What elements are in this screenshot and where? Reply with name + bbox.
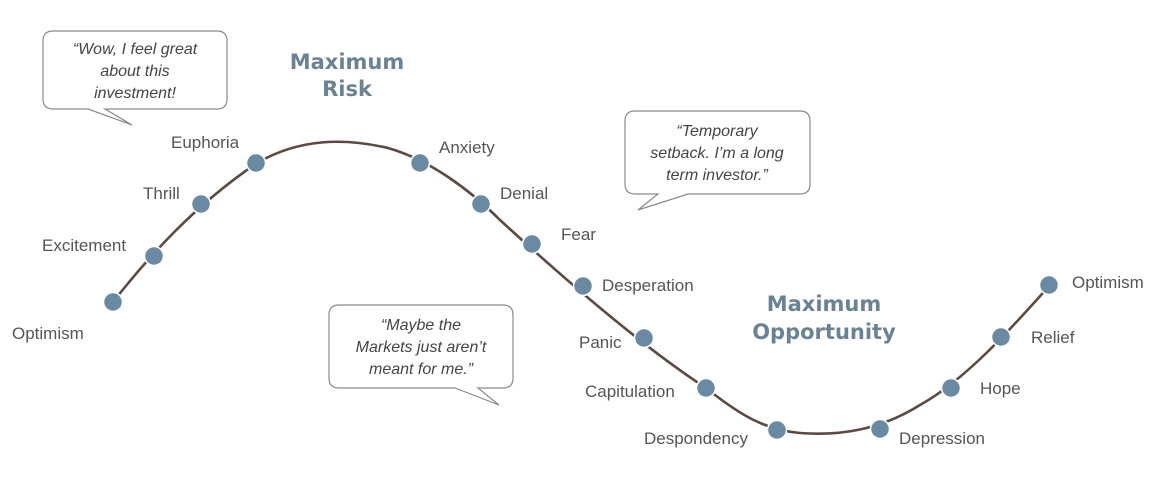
stage-marker bbox=[245, 152, 267, 174]
stage-label: Optimism bbox=[12, 324, 84, 343]
stage-marker bbox=[695, 377, 717, 399]
stage-marker bbox=[409, 152, 431, 174]
maximum-risk-line-1: Maximum bbox=[290, 50, 405, 74]
stage-marker bbox=[633, 327, 655, 349]
speech-bubble-panic: “Maybe the Markets just aren’t meant for… bbox=[328, 304, 514, 406]
stage-marker bbox=[766, 419, 788, 441]
speech-bubble-shape bbox=[42, 30, 228, 126]
stage-label: Euphoria bbox=[171, 133, 240, 152]
speech-bubble-line: “Wow, I feel great bbox=[73, 41, 198, 58]
speech-bubble-line: setback. I’m a long bbox=[650, 145, 784, 162]
stage-label: Thrill bbox=[143, 184, 180, 203]
stage-marker bbox=[102, 291, 124, 313]
stage-marker bbox=[1038, 274, 1060, 296]
stage-label: Depression bbox=[899, 429, 985, 448]
speech-bubble-anxiety: “Temporary setback. I’m a long term inve… bbox=[624, 110, 811, 211]
stage-label: Denial bbox=[500, 184, 548, 203]
stage-label: Relief bbox=[1031, 328, 1075, 347]
speech-bubble-shape bbox=[624, 110, 811, 211]
maximum-opportunity-heading: Maximum Opportunity bbox=[752, 292, 896, 344]
stage-label: Panic bbox=[579, 333, 622, 352]
stage-marker bbox=[521, 233, 543, 255]
stage-marker bbox=[990, 326, 1012, 348]
speech-bubble-line: investment! bbox=[94, 85, 176, 102]
stage-labels: Optimism Excitement Thrill Euphoria AnxietyD… bbox=[12, 133, 1144, 448]
stage-label: Hope bbox=[980, 379, 1021, 398]
speech-bubble-line: “Temporary bbox=[676, 123, 758, 140]
speech-bubble-line: Markets just aren’t bbox=[356, 339, 487, 356]
stage-label: Anxiety bbox=[439, 138, 495, 157]
speech-bubble-euphoria: “Wow, I feel great about this investment… bbox=[42, 30, 228, 126]
stage-label: Desperation bbox=[602, 276, 694, 295]
speech-bubble-line: meant for me.” bbox=[369, 361, 474, 378]
speech-bubble-line: about this bbox=[100, 63, 169, 80]
stage-label: Capitulation bbox=[585, 382, 675, 401]
speech-bubble-line: “Maybe the bbox=[381, 317, 461, 334]
stage-marker bbox=[869, 418, 891, 440]
stage-label: Optimism bbox=[1072, 273, 1144, 292]
stage-marker bbox=[940, 377, 962, 399]
stage-label: Fear bbox=[561, 225, 596, 244]
stage-markers bbox=[102, 152, 1060, 441]
maximum-risk-line-2: Risk bbox=[322, 77, 373, 101]
speech-bubble-shape bbox=[328, 304, 514, 406]
maximum-risk-heading: Maximum Risk bbox=[290, 50, 405, 101]
stage-marker bbox=[143, 245, 165, 267]
stage-marker bbox=[190, 193, 212, 215]
stage-marker bbox=[572, 275, 594, 297]
maximum-opportunity-line-2: Opportunity bbox=[752, 320, 896, 344]
maximum-opportunity-line-1: Maximum bbox=[767, 292, 882, 316]
stage-marker bbox=[470, 193, 492, 215]
stage-label: Excitement bbox=[42, 236, 126, 255]
stage-label: Despondency bbox=[644, 429, 748, 448]
speech-bubble-line: term investor.” bbox=[666, 167, 768, 184]
